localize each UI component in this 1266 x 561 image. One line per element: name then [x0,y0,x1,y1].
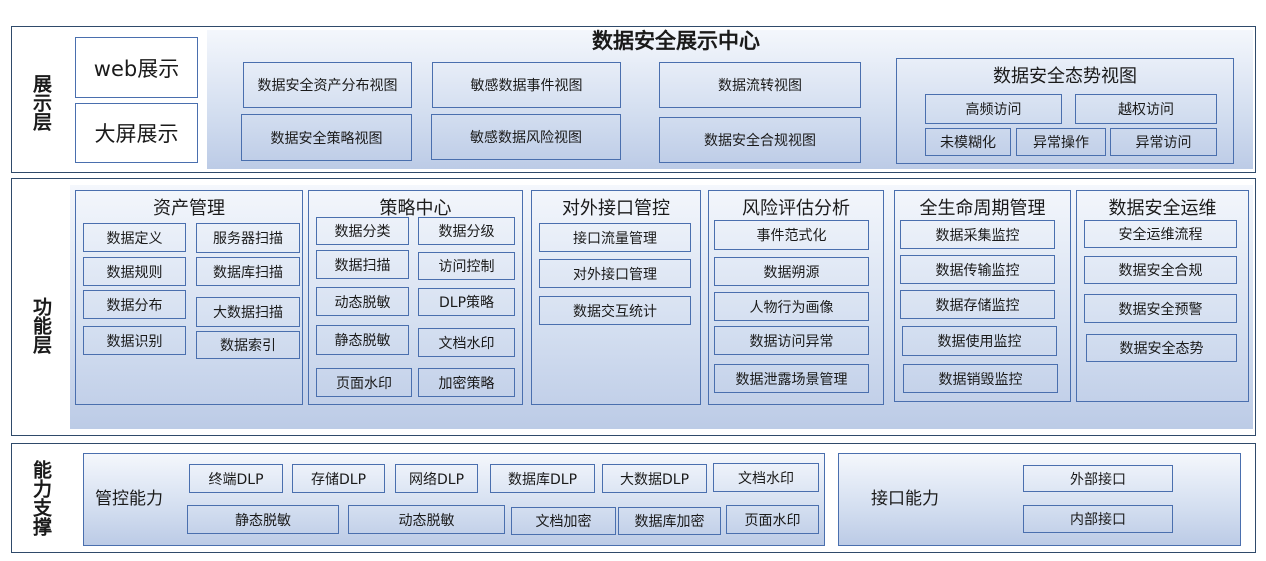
posture-item: 异常操作 [1016,128,1106,156]
interface-capability-title: 接口能力 [871,489,939,509]
big-screen-display: 大屏展示 [75,103,198,163]
function-item: 访问控制 [418,252,515,280]
view-box: 数据安全资产分布视图 [243,62,412,108]
function-item: 数据分级 [418,217,515,245]
function-item: 数据泄露场景管理 [714,364,869,393]
posture-item: 异常访问 [1110,128,1217,156]
function-item: 数据识别 [83,326,186,355]
capability-item: 外部接口 [1023,465,1173,492]
function-item: DLP策略 [418,288,515,316]
view-box: 数据流转视图 [659,62,861,108]
group-title: 风险评估分析 [742,198,850,219]
capability-item: 网络DLP [395,464,478,493]
function-item: 数据索引 [196,331,300,359]
group-title: 数据安全运维 [1108,198,1217,219]
function-item: 数据分类 [316,217,409,245]
posture-view-title: 数据安全态势视图 [993,66,1137,87]
function-item: 加密策略 [418,368,515,397]
capability-item: 静态脱敏 [187,505,339,534]
function-item: 数据交互统计 [539,296,691,325]
function-item: 数据库扫描 [196,257,300,286]
function-item: 数据传输监控 [900,255,1055,284]
view-box: 敏感数据事件视图 [432,62,621,108]
posture-view-group: 数据安全态势视图 [896,58,1234,164]
posture-item: 越权访问 [1075,94,1217,124]
function-item: 接口流量管理 [539,223,691,252]
group-risk-assessment: 风险评估分析 [708,190,884,405]
function-item: 对外接口管理 [539,259,691,288]
group-policy-center: 策略中心 [308,190,523,405]
function-panel [70,185,1253,429]
function-item: 安全运维流程 [1084,220,1237,248]
capability-item: 文档加密 [511,507,616,535]
group-lifecycle: 全生命周期管理 [894,190,1071,402]
display-center-panel [207,30,1253,169]
function-item: 服务器扫描 [196,223,300,253]
view-box: 敏感数据风险视图 [431,114,621,160]
function-item: 数据安全预警 [1084,294,1237,323]
capability-item: 动态脱敏 [348,505,505,534]
function-item: 数据销毁监控 [903,364,1058,393]
function-item: 动态脱敏 [316,287,409,316]
function-item: 数据访问异常 [714,326,869,355]
function-item: 人物行为画像 [714,292,869,321]
capability-item: 数据库加密 [618,507,721,535]
posture-item: 未模糊化 [925,128,1011,156]
capability-layer-label: 能力支撑 [30,460,52,536]
function-item: 静态脱敏 [316,325,409,355]
posture-item: 高频访问 [925,94,1062,124]
function-item: 数据分布 [83,290,186,319]
view-box: 数据安全策略视图 [241,114,412,161]
function-item: 数据存储监控 [900,290,1055,319]
control-capability-panel [83,453,825,546]
function-item: 数据使用监控 [902,326,1057,356]
function-item: 数据安全态势 [1086,334,1237,362]
group-external-interface: 对外接口管控 [531,190,701,405]
display-layer-label: 展示层 [30,73,52,131]
group-asset-management: 资产管理 [75,190,303,405]
capability-item: 终端DLP [189,464,283,493]
group-title: 全生命周期管理 [919,198,1046,219]
capability-item: 存储DLP [292,464,385,493]
interface-capability-panel [838,453,1241,546]
function-layer-label: 功能层 [30,296,52,354]
display-center-title: 数据安全展示中心 [592,29,760,53]
capability-item: 大数据DLP [602,464,707,493]
function-item: 数据采集监控 [900,220,1055,249]
control-capability-title: 管控能力 [95,489,163,509]
function-item: 大数据扫描 [196,297,300,327]
function-item: 页面水印 [316,368,412,397]
function-item: 数据安全合规 [1084,256,1237,284]
capability-item: 页面水印 [726,505,819,534]
group-title: 资产管理 [153,198,225,219]
function-item: 数据扫描 [316,250,409,279]
function-item: 数据规则 [83,257,186,286]
function-item: 文档水印 [418,328,515,357]
function-item: 事件范式化 [714,220,869,250]
function-item: 数据定义 [83,223,186,252]
view-box: 数据安全合规视图 [659,117,861,163]
capability-item: 内部接口 [1023,505,1173,533]
group-security-ops: 数据安全运维 [1076,190,1249,402]
group-title: 对外接口管控 [562,198,670,219]
web-display: web展示 [75,37,198,98]
capability-item: 数据库DLP [490,464,595,493]
capability-item: 文档水印 [713,463,819,492]
group-title: 策略中心 [379,198,452,219]
function-item: 数据朔源 [714,257,869,286]
